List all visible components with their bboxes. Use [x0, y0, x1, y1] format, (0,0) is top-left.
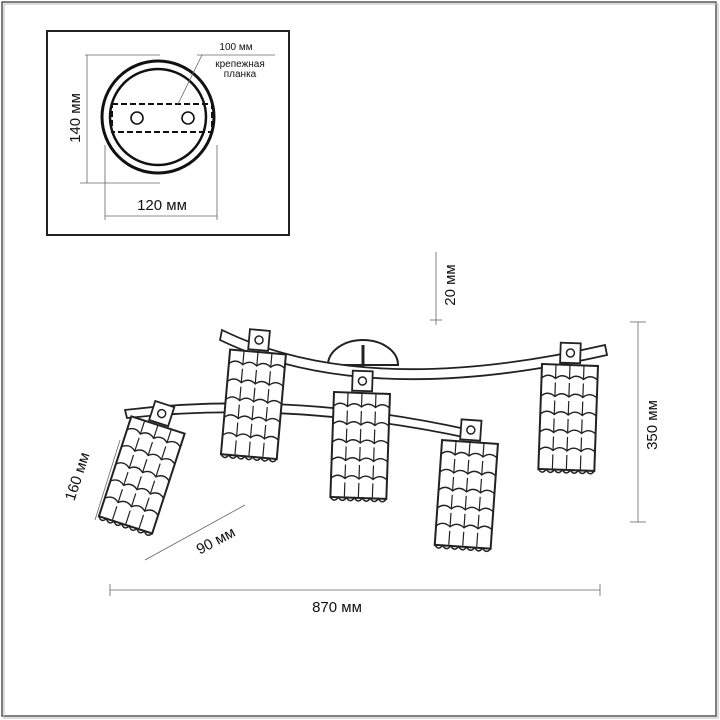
shade-height-label: 160 мм: [62, 450, 94, 503]
lamp-drawing: [96, 326, 609, 553]
mount-width-label: 100 мм: [219, 42, 252, 53]
canopy-offset-label: 20 мм: [442, 264, 459, 305]
mounting-inset: 140 мм 120 мм 100 мм крепежная планка: [46, 30, 290, 236]
mount-label-line1: крепежная: [215, 59, 265, 70]
total-height-label: 350 мм: [644, 400, 661, 450]
inset-height-label: 140 мм: [67, 93, 84, 143]
total-width-label: 870 мм: [312, 599, 362, 616]
mount-label-line2: планка: [224, 69, 257, 80]
mounting-plate: [111, 103, 213, 133]
inset-width-label: 120 мм: [137, 197, 187, 214]
shade-width-label: 90 мм: [194, 524, 239, 558]
upper-arm: [218, 328, 609, 381]
